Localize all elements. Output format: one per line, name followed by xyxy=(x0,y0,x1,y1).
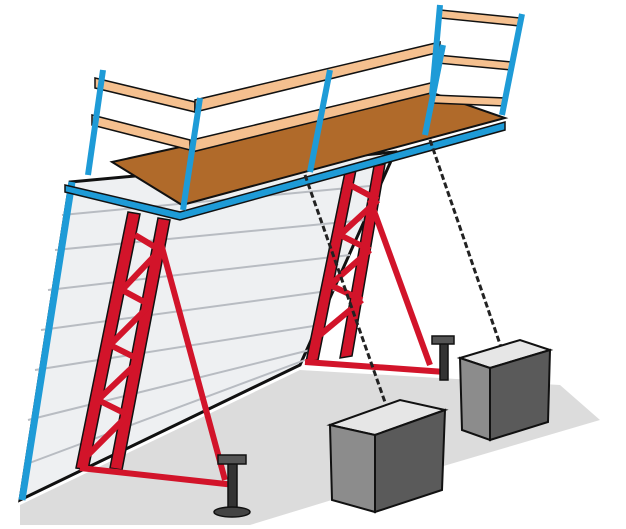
left-truss xyxy=(75,211,251,518)
chains xyxy=(303,139,504,406)
concrete-block-back xyxy=(456,338,554,442)
railings xyxy=(85,4,525,211)
concrete-block-front xyxy=(326,398,449,514)
wall-edge-blue xyxy=(18,181,76,501)
ground-shadow xyxy=(20,370,600,525)
wall-panel xyxy=(18,150,398,503)
